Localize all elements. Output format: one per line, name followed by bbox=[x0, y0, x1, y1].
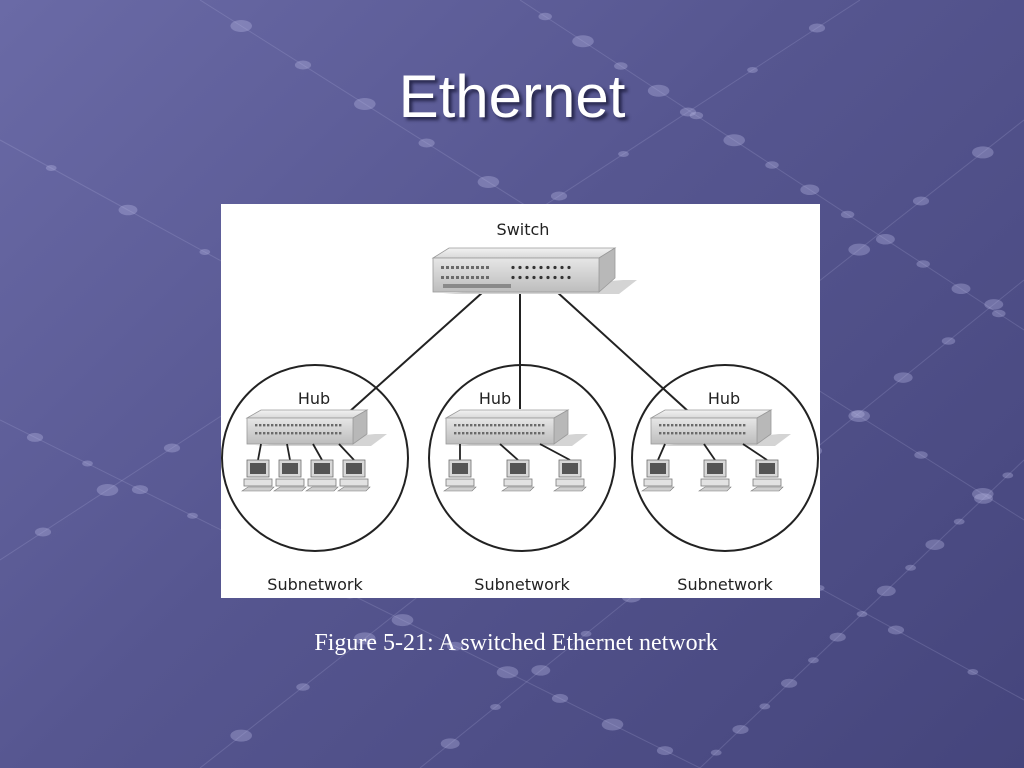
computer-3-1 bbox=[641, 459, 675, 492]
switch-link-3 bbox=[556, 291, 690, 413]
computer-2-3 bbox=[553, 459, 587, 492]
switch-device bbox=[431, 247, 637, 294]
hub-label-2: Hub bbox=[478, 389, 512, 408]
computer-2-2 bbox=[501, 459, 535, 492]
computer-1-3 bbox=[305, 459, 339, 492]
computer-1-4 bbox=[337, 459, 371, 492]
computer-2-1 bbox=[443, 459, 477, 492]
hub-link-2-2 bbox=[499, 443, 519, 461]
hub-device-3 bbox=[649, 409, 791, 446]
network-diagram: Switch Hub Hub Hub Subnetwork Subnetwork… bbox=[221, 204, 820, 598]
hub-link-3-2 bbox=[703, 443, 716, 461]
hub-link-3-3 bbox=[742, 443, 768, 461]
hub-label-1: Hub bbox=[297, 389, 331, 408]
subnet-label-2: Subnetwork bbox=[474, 575, 570, 594]
subnet-label-3: Subnetwork bbox=[677, 575, 773, 594]
switch-link-1 bbox=[348, 291, 484, 413]
switch-label: Switch bbox=[496, 220, 550, 239]
hub-link-3-1 bbox=[657, 443, 666, 461]
subnet-circle-2 bbox=[428, 364, 616, 552]
hub-device-1 bbox=[245, 409, 387, 446]
subnet-circle-3 bbox=[631, 364, 819, 552]
subnet-label-1: Subnetwork bbox=[267, 575, 363, 594]
computer-1-1 bbox=[241, 459, 275, 492]
hub-device-2 bbox=[444, 409, 588, 446]
diagram-canvas bbox=[221, 247, 819, 552]
hub-link-1-1 bbox=[257, 443, 262, 461]
computer-3-3 bbox=[750, 459, 784, 492]
figure-caption: Figure 5-21: A switched Ethernet network bbox=[314, 630, 718, 656]
hub-link-1-4 bbox=[338, 443, 355, 461]
computer-1-2 bbox=[273, 459, 307, 492]
hub-link-1-3 bbox=[312, 443, 323, 461]
computer-3-2 bbox=[698, 459, 732, 492]
subnet-circle-1 bbox=[221, 364, 409, 552]
hub-link-2-3 bbox=[539, 443, 571, 461]
slide-title: Ethernet bbox=[398, 63, 626, 130]
hub-label-3: Hub bbox=[707, 389, 741, 408]
hub-link-1-2 bbox=[286, 443, 291, 461]
